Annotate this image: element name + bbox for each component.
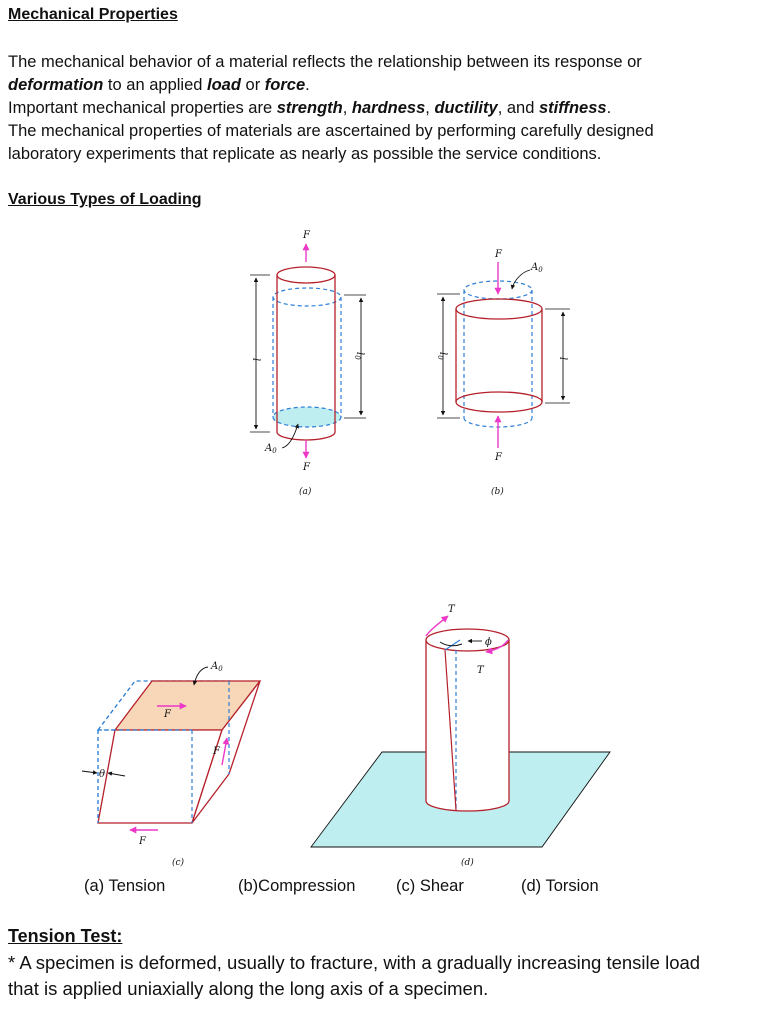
label-letter: A <box>210 661 218 672</box>
heading-tension-test: Tension Test: <box>8 926 123 946</box>
term-stiffness: stiffness <box>539 99 607 117</box>
paragraph-properties: Important mechanical properties are stre… <box>8 97 611 120</box>
heading-mechanical-properties: Mechanical Properties <box>8 6 178 23</box>
label-letter: A <box>530 262 538 273</box>
text-span: , <box>342 99 352 117</box>
figure-label-a: (a) <box>299 486 312 497</box>
torsion-specimen-figure <box>310 615 611 848</box>
length-label-b: l <box>557 357 568 360</box>
tension-specimen-figure <box>250 243 366 459</box>
force-label-side-c: F <box>212 746 221 757</box>
phi-label: ϕ <box>485 637 492 648</box>
paragraph-line-1: The mechanical behavior of a material re… <box>8 53 642 71</box>
label-subscript: 0 <box>272 447 277 455</box>
term-hardness: hardness <box>351 99 426 117</box>
original-length-label-b: l0 <box>436 352 448 360</box>
tension-text-line-1: * A specimen is deformed, usually to fra… <box>8 952 701 973</box>
length-label-a: l <box>250 358 261 361</box>
paragraph-experiments-line-1: The mechanical properties of materials a… <box>8 122 654 140</box>
text-span: . <box>305 76 310 94</box>
caption-torsion: (d) Torsion <box>521 877 599 895</box>
area-label-a: A0 <box>264 443 277 455</box>
figure-label-b: (b) <box>491 486 504 497</box>
theta-label: θ <box>99 769 105 780</box>
label-subscript: 0 <box>436 355 444 360</box>
label-subscript: 0 <box>218 665 223 673</box>
text-span: or <box>240 76 265 94</box>
figure-label-c: (c) <box>172 857 185 868</box>
figure-label-d: (d) <box>461 857 474 868</box>
original-length-label-a: l0 <box>353 352 365 360</box>
label-subscript: 0 <box>353 355 361 360</box>
text-span: , and <box>497 99 539 117</box>
label-subscript: 0 <box>538 266 543 274</box>
text-span: to an applied <box>103 76 208 94</box>
force-label-top-b: F <box>494 249 503 260</box>
label-letter: A <box>264 443 272 454</box>
text-span: . <box>606 99 612 117</box>
compression-specimen-figure <box>437 262 570 448</box>
term-deformation: deformation <box>8 76 104 94</box>
torque-label-top: T <box>448 604 456 615</box>
force-label-bottom-a: F <box>302 462 311 473</box>
area-label-c: A0 <box>210 661 223 673</box>
force-label-bottom-b: F <box>494 452 503 463</box>
term-force: force <box>264 76 306 94</box>
tension-text-line-2: that is applied uniaxially along the lon… <box>8 978 489 999</box>
paragraph-line-2: deformation to an applied load or force. <box>8 74 310 97</box>
force-label-top-c: F <box>163 709 172 720</box>
term-ductility: ductility <box>434 99 498 117</box>
text-span: Important mechanical properties are <box>8 99 277 117</box>
label-letter: l <box>437 352 448 355</box>
term-strength: strength <box>276 99 343 117</box>
torque-label-bottom: T <box>477 665 485 676</box>
caption-shear: (c) Shear <box>396 877 464 895</box>
term-load: load <box>207 76 241 94</box>
heading-types-of-loading: Various Types of Loading <box>8 191 202 208</box>
text-span: , <box>425 99 435 117</box>
label-letter: l <box>354 352 365 355</box>
paragraph-experiments-line-2: laboratory experiments that replicate as… <box>8 145 602 163</box>
caption-tension: (a) Tension <box>84 877 166 895</box>
shear-specimen-figure <box>81 666 262 834</box>
caption-compression: (b)Compression <box>238 877 356 895</box>
force-label-top-a: F <box>302 230 311 241</box>
area-label-b: A0 <box>530 262 543 274</box>
force-label-bottom-c: F <box>138 836 147 847</box>
